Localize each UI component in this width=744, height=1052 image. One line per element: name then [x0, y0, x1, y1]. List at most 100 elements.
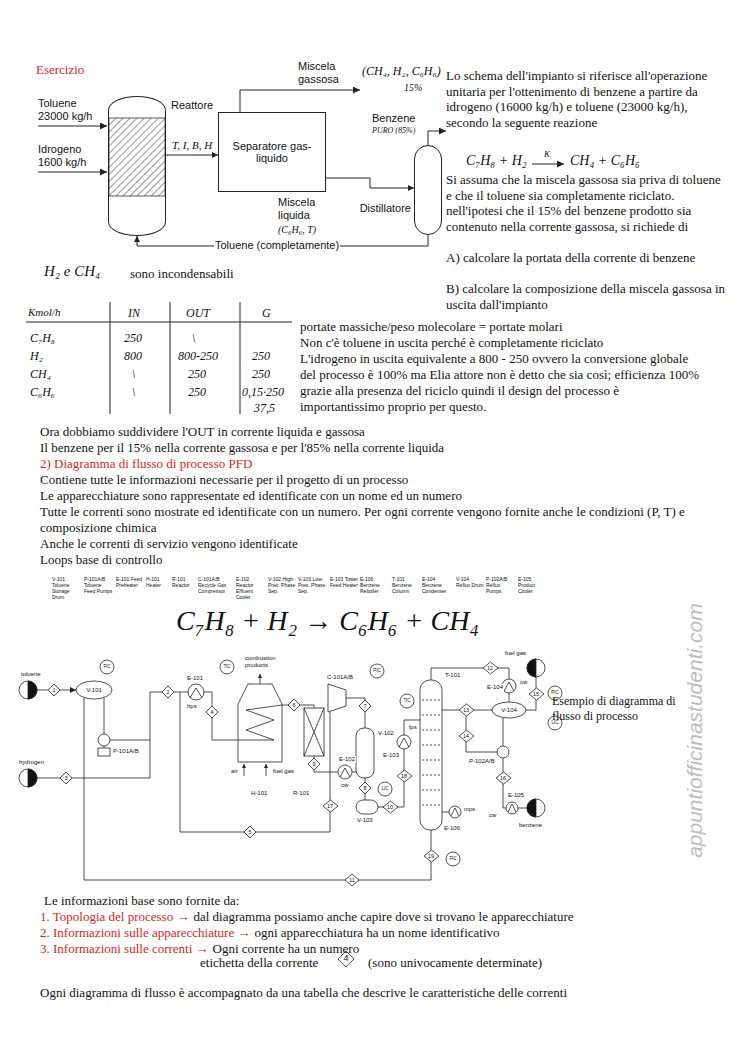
pfd-drawing	[19, 681, 37, 699]
instrument-tag: TIC	[403, 699, 410, 704]
table-cell: IN	[128, 306, 140, 320]
separator-box: Separatore gas-liquido	[218, 112, 326, 192]
equipment-tag: toluene	[20, 671, 42, 678]
stream-number: 15	[533, 691, 539, 697]
pfd-drawing	[188, 684, 204, 700]
stream-diamond: 9	[308, 758, 320, 770]
stream-arrow	[38, 172, 107, 173]
side-caption: Esempio di diagramma di flusso di proces…	[552, 694, 680, 724]
note-text: Il benzene per il 15% nella corrente gas…	[40, 440, 444, 456]
note-text: L'idrogeno in uscita equivalente a 800 -…	[300, 351, 700, 415]
instrument-bubble: FIC	[446, 852, 460, 866]
drum-symbol	[76, 681, 112, 699]
note-text: H₂ e CH₄	[44, 262, 100, 280]
stream-diamond: 19	[424, 850, 439, 862]
table-cell: 250	[188, 385, 206, 399]
pfd-drawing	[328, 684, 346, 712]
equipment-list-item: E-102 Reactor Effluent Cooler	[236, 576, 266, 600]
reaction-formula: CH₄ + C₆H₆	[570, 153, 640, 170]
pfd-drawing	[260, 674, 261, 684]
pfd-drawing	[190, 688, 202, 698]
stream-number: 13	[463, 707, 469, 713]
equipment-list-item: V-101 Toluene Storage Drum	[52, 576, 82, 600]
stream-arrow	[38, 126, 107, 127]
instrument-bubble	[100, 660, 114, 674]
reaction-formula: C₇H₈ + H₂	[466, 153, 527, 170]
equipment-tag: fuel gas	[504, 650, 527, 657]
pfd-drawing	[104, 746, 105, 748]
stream-number: 10	[387, 804, 393, 810]
equipment-list-item: P-101A/B Toluene Feed Pumps	[84, 576, 114, 594]
instrument-bubble: PIC	[370, 664, 384, 678]
equipment-tag: H-101	[250, 790, 268, 797]
stream-diamond: 15	[529, 688, 544, 700]
equipment-list-item: E-104 Benzene Condenser	[422, 576, 454, 594]
stream-diamond	[397, 770, 412, 782]
instrument-bubble	[378, 782, 392, 796]
pfd-drawing	[399, 738, 409, 747]
stream-diamond: 7	[359, 700, 371, 712]
equipment-list-item: R-101 Reactor	[172, 576, 196, 588]
equipment-list-item: E-105 Product Cooler	[518, 576, 548, 594]
reaction-arrow	[532, 164, 564, 165]
note-text: Non c'è toluene in uscita perché è compl…	[300, 335, 603, 351]
stream-number: 14	[463, 733, 469, 739]
pfd-drawing	[204, 692, 238, 740]
note-text: Ogni corrente ha un numero	[213, 941, 360, 957]
pfd-drawing	[356, 728, 374, 778]
stream-label: PURO (85%)	[372, 126, 415, 136]
pfd-drawing	[19, 769, 37, 787]
reactor-hatch	[109, 118, 165, 196]
table-rule	[26, 302, 292, 414]
pfd-drawing	[497, 746, 509, 758]
pfd-drawing	[238, 705, 282, 740]
note-text: Le apparecchiature sono rappresentate ed…	[40, 488, 462, 504]
pfd-drawing	[527, 659, 545, 677]
stream-diamond: 1	[48, 684, 60, 696]
table-rule	[26, 302, 292, 414]
pfd-drawing	[98, 748, 110, 756]
stream-diamond	[424, 850, 439, 862]
stream-number: 8	[363, 785, 366, 791]
equipment-list-item: C-101A/B Recycle Gas Compressor	[198, 576, 234, 594]
table-cell: 800	[124, 349, 142, 363]
stream-diamond	[244, 826, 256, 838]
table-cell: \	[132, 367, 135, 381]
equipment-tag: P-102A/B	[468, 758, 496, 765]
reaction-formula: K	[544, 149, 550, 160]
drum-symbol: V-104	[492, 702, 526, 718]
pfd-drawing	[28, 681, 37, 699]
pfd-drawing	[451, 808, 459, 816]
connector-label: T, I, B, H	[172, 139, 212, 152]
table-cell: G	[262, 306, 271, 320]
pfd-drawing	[422, 700, 440, 805]
stream-diamond: 12	[483, 662, 498, 674]
pfd-drawing	[502, 679, 516, 693]
stream-diamond: 17	[323, 800, 338, 812]
stream-number: 11	[349, 877, 355, 883]
stream-diamond	[496, 772, 511, 784]
watermark: appuntiofficinastudenti.com	[681, 603, 706, 858]
pfd-drawing	[104, 698, 105, 734]
section-heading: 2) Diagramma di flusso di processo PFD	[40, 456, 252, 472]
section-heading: 3. Informazioni sulle correnti →	[40, 941, 209, 957]
stream-label: Benzene	[372, 112, 415, 125]
equipment-list-item: E-101 Feed Preheater	[116, 576, 144, 588]
table-cell: 800-250	[178, 349, 218, 363]
equipment-tag: T-101	[444, 672, 461, 679]
equipment-tag: V-104	[501, 707, 517, 714]
note-text: Tutte le correnti sono mostrate ed ident…	[40, 504, 728, 536]
note-text: portate massiche/peso molecolare = porta…	[300, 319, 563, 335]
pfd-drawing	[37, 740, 150, 778]
note-text: Contiene tutte le informazioni necessari…	[40, 472, 408, 488]
note-text: Ogni diagramma di flusso è accompagnato …	[40, 985, 567, 1001]
stream-diamond	[459, 730, 474, 742]
equipment-tag: C-101A/B	[326, 674, 354, 681]
equipment-list-item: T-101 Benzene Column	[392, 576, 420, 594]
instrument-tag: FIC	[449, 857, 456, 862]
equipment-tag: E-101	[186, 675, 204, 682]
stream-number: 19	[428, 853, 434, 859]
equipment-tag: hps	[186, 703, 198, 710]
equipment-list-item: P-102A/B Reflux Pumps	[486, 576, 516, 594]
